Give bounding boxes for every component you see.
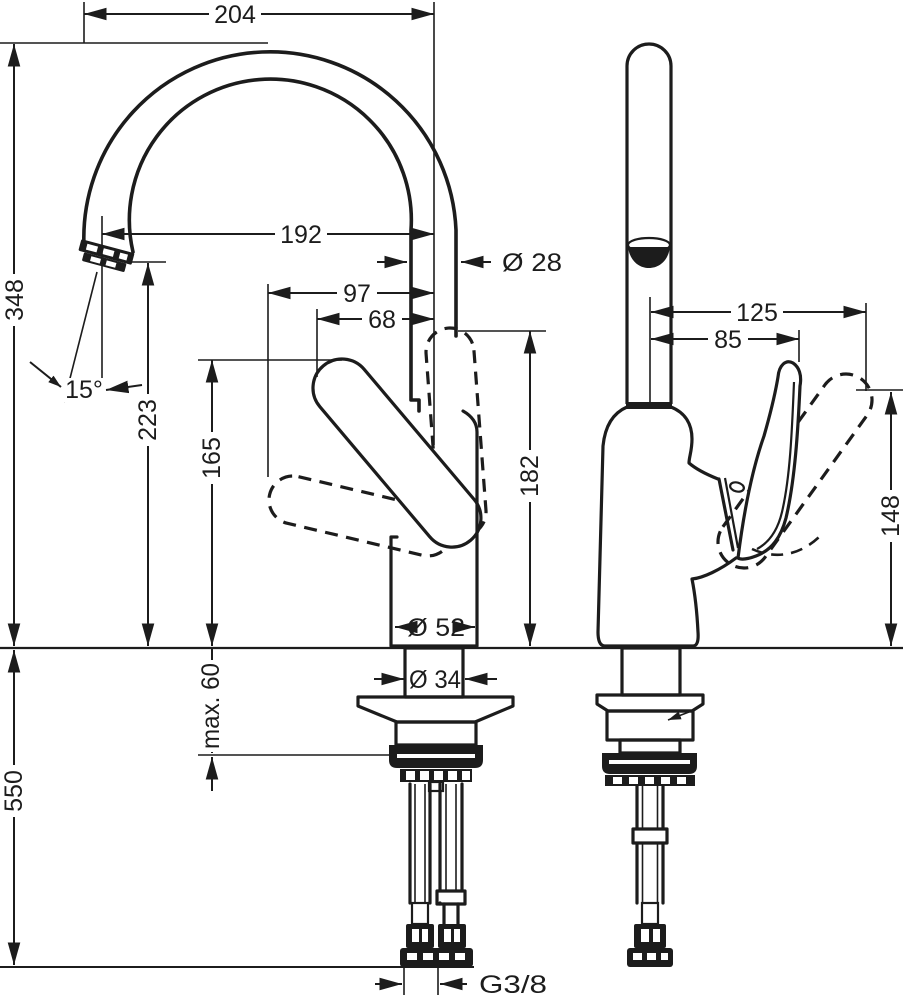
side-handle [736,360,803,561]
dim-label-dia34: Ø 34 [409,666,461,694]
side-body [596,405,738,648]
front-view [78,50,515,967]
side-mounting-hardware [595,646,705,967]
dim-offset-68: 68 [316,306,434,377]
dim-reach-192: 192 [102,221,434,249]
dim-base-diameter-52: Ø 52 [395,614,475,642]
reference-lines [0,2,903,968]
dim-label-97: 97 [343,280,371,308]
dim-label-148: 148 [877,495,905,537]
dim-label-165: 165 [198,437,226,479]
dim-side-reach-85: 85 [651,326,800,362]
dim-hose-length-550: 550 [0,650,28,965]
dim-label-182: 182 [516,455,544,497]
dim-label-223: 223 [134,399,162,441]
side-aerator [628,247,670,268]
dim-label-dia28: Ø 28 [502,249,562,277]
dim-label-550: 550 [0,770,28,812]
front-supply-hoses [400,782,473,967]
rotation-arrow [667,711,690,721]
side-handle-pivot [717,477,745,552]
dim-handle-height-165: 165 [198,359,342,646]
side-supply-hose [627,784,673,967]
front-handle [311,357,483,549]
dim-offset-97: 97 [267,280,434,477]
dim-pipe-diameter-28: Ø 28 [377,249,562,277]
dim-connection-thread-g38: G3/8 [375,948,547,999]
dim-handle-height-182: 182 [458,330,546,646]
dim-spout-angle-15: 15° [29,216,143,404]
dim-label-348: 348 [1,279,29,321]
front-aerator [78,239,135,272]
dim-side-reach-125: 125 [651,299,867,391]
dim-max-counter-thickness-60: max. 60 [197,648,390,791]
dim-spout-reach-204: 204 [83,1,434,43]
side-handle-dashed-inner [751,531,825,557]
dim-label-dia52: Ø 52 [407,614,465,642]
side-spout-pipe [625,42,673,409]
dim-open-handle-height-148: 148 [856,389,905,646]
side-pipe-joint [626,402,672,409]
dim-label-68: 68 [368,306,396,334]
front-body [389,409,479,648]
dim-height-348: 348 [1,44,29,646]
front-spout [82,50,458,413]
dim-label-85: 85 [714,326,742,354]
dim-label-angle15: 15° [65,376,103,404]
dim-label-g38: G3/8 [479,971,547,999]
dim-label-204: 204 [214,1,256,29]
side-handle-screw-hole [729,481,745,493]
dim-label-125: 125 [736,299,778,327]
dim-label-192: 192 [280,221,322,249]
dim-outlet-height-223: 223 [128,261,166,646]
dim-shank-diameter-34: Ø 34 [374,666,497,694]
dim-label-max60: max. 60 [197,663,225,749]
front-mounting-hardware [356,646,515,967]
side-view [595,42,874,967]
